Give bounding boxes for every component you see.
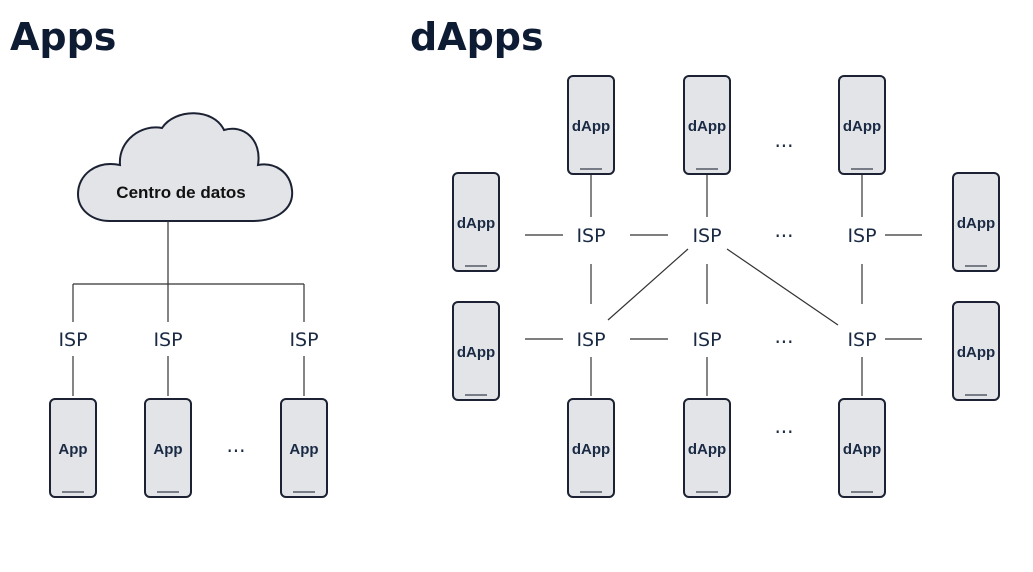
dapp-label: dApp	[688, 441, 726, 458]
mesh-edges	[525, 175, 922, 396]
cloud-label: Centro de datos	[116, 183, 245, 202]
dapp-label: dApp	[572, 118, 610, 135]
dapp-label: dApp	[957, 215, 995, 232]
dapp-device: dApp	[452, 301, 500, 401]
dapp-label: dApp	[457, 344, 495, 361]
edge	[726, 248, 839, 326]
app-label: App	[153, 441, 182, 458]
isp-node: ISP	[692, 329, 721, 351]
dapp-device: dApp	[452, 172, 500, 272]
dapps-diagram: ISP ISP ISP ISP ISP ISP ... ... ... ... …	[452, 75, 1000, 498]
dapps-title: dApps	[410, 15, 544, 59]
dapp-device: dApp	[838, 398, 886, 498]
apps-title: Apps	[10, 15, 116, 59]
app-device: App	[49, 398, 97, 498]
cloud-icon	[76, 112, 294, 222]
app-device: App	[144, 398, 192, 498]
ellipsis: ...	[774, 414, 793, 438]
app-label: App	[58, 441, 87, 458]
isp-node: ISP	[576, 329, 605, 351]
dapp-label: dApp	[843, 441, 881, 458]
dapp-device: dApp	[683, 398, 731, 498]
ellipsis: ...	[774, 324, 793, 348]
isp-node: ISP	[847, 225, 876, 247]
edge	[607, 248, 689, 321]
app-device: App	[280, 398, 328, 498]
isp-node: ISP	[289, 329, 318, 351]
dapp-device: dApp	[567, 398, 615, 498]
dapp-label: dApp	[957, 344, 995, 361]
dapp-device: dApp	[838, 75, 886, 175]
dapp-device: dApp	[952, 301, 1000, 401]
dapp-label: dApp	[572, 441, 610, 458]
dapp-device: dApp	[567, 75, 615, 175]
dapp-label: dApp	[688, 118, 726, 135]
ellipsis: ...	[226, 433, 245, 457]
dapp-label: dApp	[843, 118, 881, 135]
isp-node: ISP	[153, 329, 182, 351]
ellipsis: ...	[774, 128, 793, 152]
isp-node: ISP	[58, 329, 87, 351]
isp-node: ISP	[847, 329, 876, 351]
isp-node: ISP	[576, 225, 605, 247]
apps-diagram: Centro de datos ISP ISP ISP App App App …	[49, 112, 328, 498]
isp-node: ISP	[692, 225, 721, 247]
dapp-device: dApp	[683, 75, 731, 175]
ellipsis: ...	[774, 218, 793, 242]
dapp-label: dApp	[457, 215, 495, 232]
app-label: App	[289, 441, 318, 458]
dapp-device: dApp	[952, 172, 1000, 272]
